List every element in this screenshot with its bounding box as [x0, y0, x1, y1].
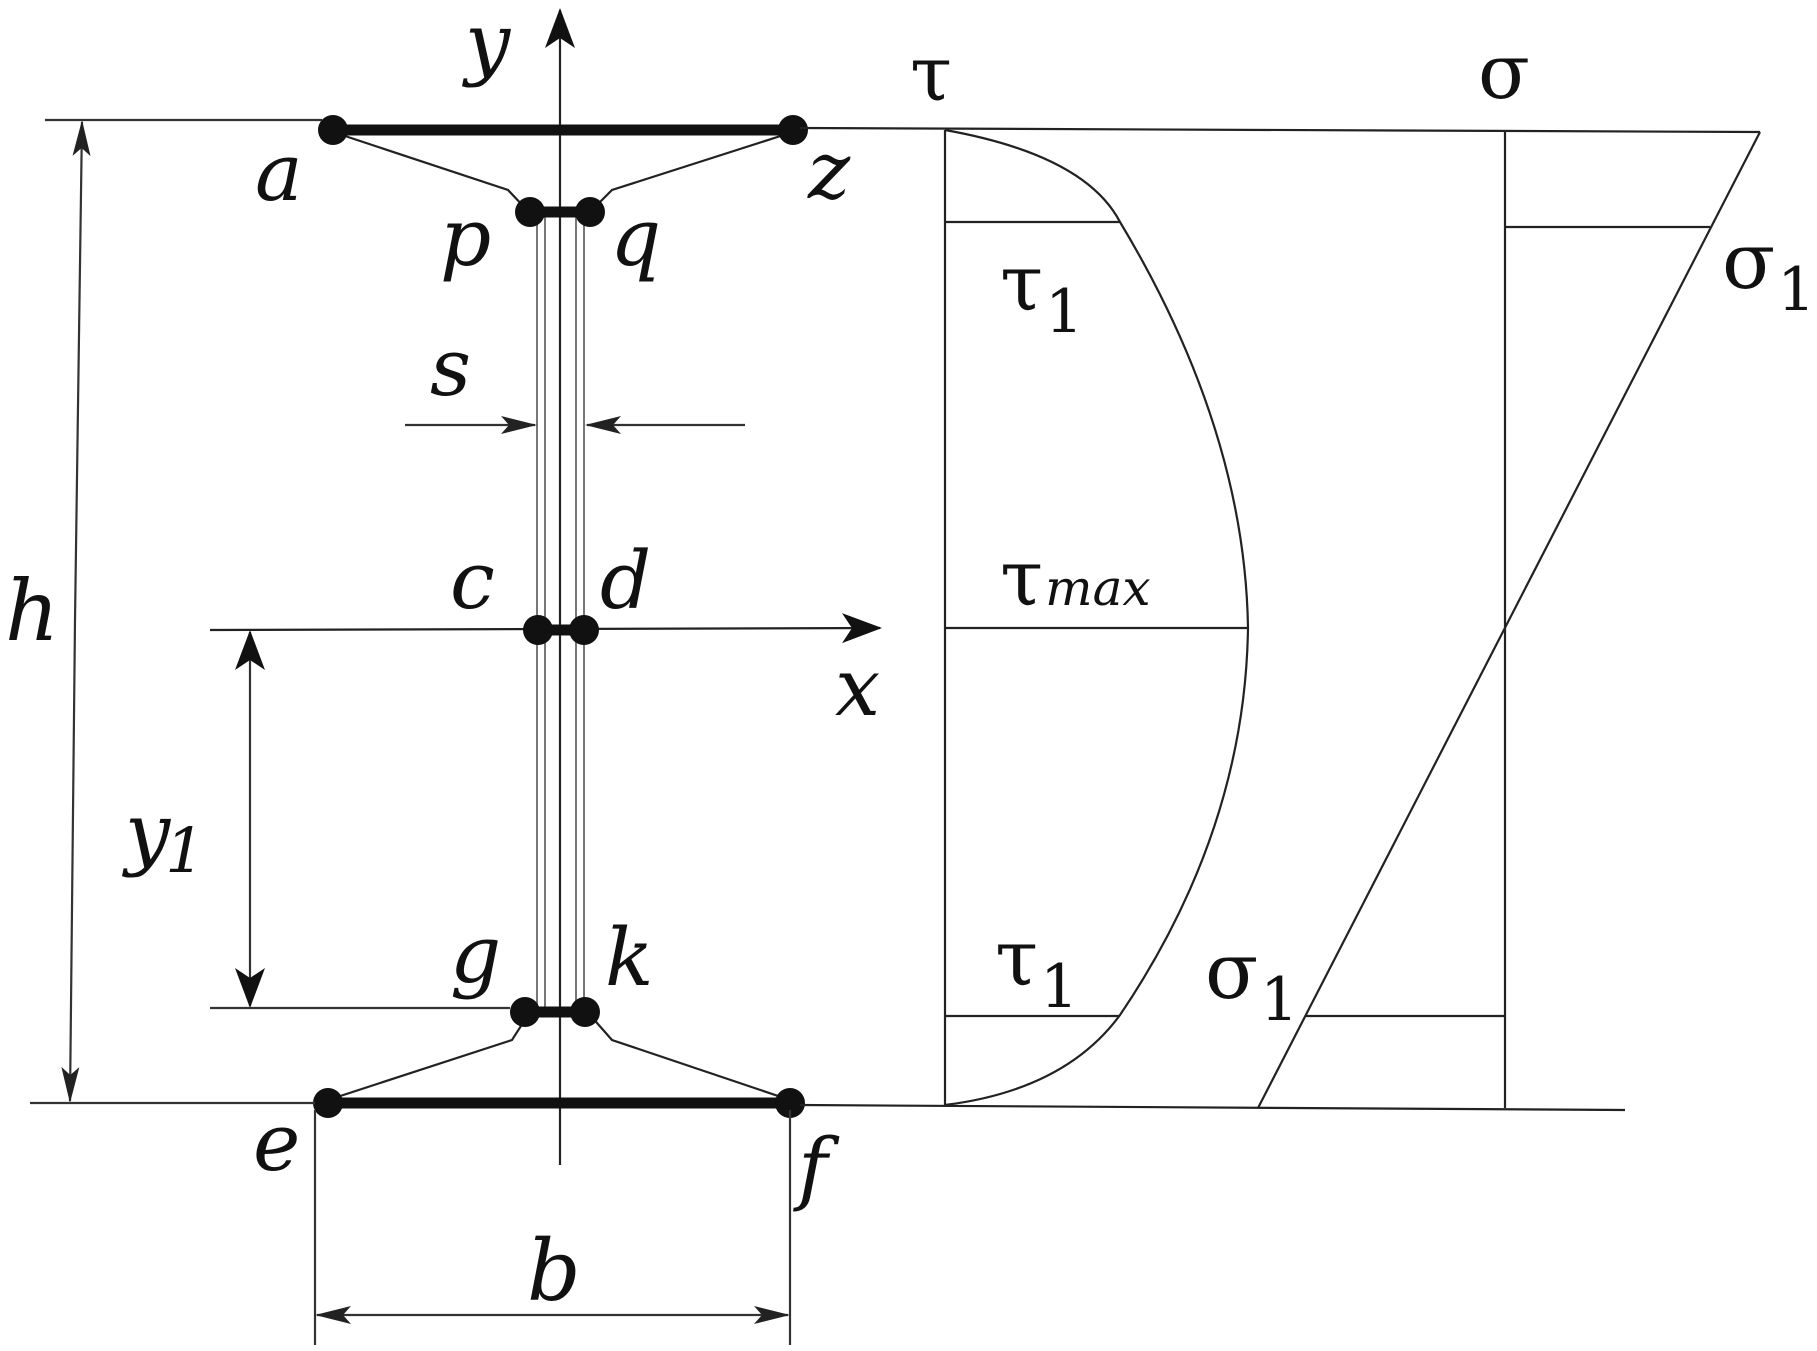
- label-y1: y1: [122, 786, 205, 887]
- shear-stress-diagram: τ τ1 τmax τ1: [799, 29, 1761, 1112]
- h-dimension-up: [72, 120, 91, 621]
- label-q: q: [610, 191, 661, 284]
- bottom-reference-line: [799, 1103, 1626, 1112]
- tau1-bottom-label: τ1: [995, 914, 1078, 1022]
- tau-max-label: τmax: [1000, 534, 1151, 624]
- bottom-flange-taper-right: [589, 1014, 791, 1102]
- point-q: [575, 197, 605, 227]
- label-g: g: [450, 908, 501, 1001]
- label-k: k: [605, 911, 653, 1004]
- point-f: [775, 1088, 805, 1118]
- h-dimension-down: [61, 619, 80, 1103]
- point-z: [778, 115, 808, 145]
- point-a: [318, 115, 348, 145]
- sigma-linear-line: [1257, 131, 1761, 1109]
- label-f: f: [793, 1121, 840, 1214]
- point-g: [510, 997, 540, 1027]
- bottom-flange-taper: [327, 1014, 529, 1102]
- top-reference-line: [799, 126, 1761, 134]
- label-y-axis: y: [462, 0, 512, 89]
- point-k: [570, 997, 600, 1027]
- top-flange-taper: [332, 130, 528, 211]
- label-s: s: [430, 321, 471, 414]
- tau1-top-label: τ1: [1000, 239, 1083, 347]
- normal-stress-diagram: σ σ1 σ1: [1205, 27, 1815, 1109]
- label-d: d: [600, 534, 651, 627]
- label-a: a: [255, 126, 303, 219]
- point-c: [523, 615, 553, 645]
- label-h: h: [5, 562, 59, 660]
- sigma1-top-label: σ1: [1722, 217, 1815, 325]
- sigma-title: σ: [1478, 27, 1530, 116]
- tau-curve: [944, 128, 1250, 1107]
- label-e: e: [253, 1096, 300, 1189]
- point-p: [515, 197, 545, 227]
- label-x-axis: x: [835, 641, 880, 734]
- sigma1-bottom-label: σ1: [1205, 927, 1298, 1035]
- label-c: c: [450, 534, 495, 627]
- label-z: z: [807, 124, 851, 217]
- label-p: p: [440, 191, 491, 284]
- point-e: [313, 1088, 343, 1118]
- tau-title: τ: [910, 29, 952, 118]
- point-d: [569, 615, 599, 645]
- beam-cross-section: y x a z p q s c d h y1 g k e f b: [5, 0, 882, 1345]
- label-b: b: [527, 1222, 581, 1320]
